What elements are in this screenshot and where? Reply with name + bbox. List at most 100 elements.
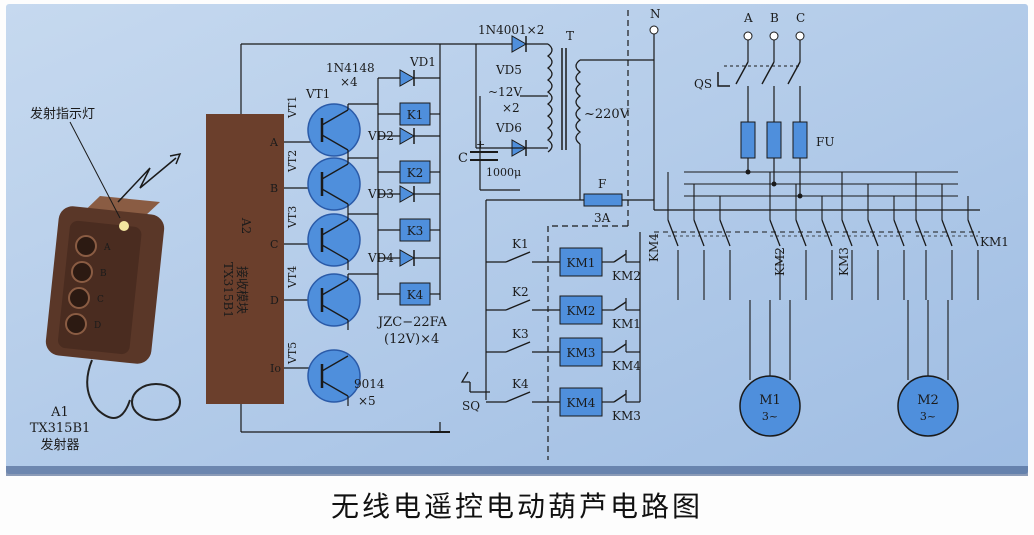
capacitor-label: C <box>458 151 468 166</box>
interlock-contact <box>613 253 627 263</box>
contact-label: K2 <box>512 285 529 299</box>
coil-label: KM3 <box>567 346 596 360</box>
coil-label: KM2 <box>567 304 596 318</box>
phase-label: B <box>770 11 779 25</box>
coil-km3 <box>559 337 603 367</box>
contactor-pole <box>941 219 953 247</box>
transistor-emitter <box>321 304 349 321</box>
diode-label: VD2 <box>367 129 394 143</box>
transistor-label: VT1 <box>286 96 299 119</box>
transmitter-button-d <box>65 313 87 335</box>
contactor-pole <box>821 219 833 247</box>
secondary-note-2: ×2 <box>502 101 520 115</box>
transistor-label: VT4 <box>286 266 299 289</box>
transistor-vt1 <box>307 103 361 157</box>
qs-blade <box>735 61 749 85</box>
qs-handle-icon <box>717 72 730 87</box>
relay-label: K4 <box>407 288 424 302</box>
relay-note-1: JZC−22FA <box>376 315 448 330</box>
main-contactor-label: KM2 <box>773 247 787 276</box>
contact-k1 <box>505 251 531 263</box>
contactor-pole <box>795 219 807 247</box>
transmitter-button-label: C <box>97 295 104 305</box>
interlock-contact <box>613 301 627 311</box>
transistor-emitter <box>321 188 349 205</box>
fuse-fu-b <box>766 121 782 159</box>
interlock-contact <box>613 393 627 403</box>
transistor-collector <box>321 279 349 296</box>
transformer-secondary-coil <box>546 43 553 153</box>
receiver-body <box>206 114 284 404</box>
rectifier-note: 1N4001×2 <box>478 23 544 37</box>
receiver-pin-label: B <box>270 182 278 195</box>
transistor-collector <box>321 219 349 236</box>
transistor-vt4 <box>307 273 361 327</box>
transistor-emitter <box>321 244 349 261</box>
diode-label: VD4 <box>367 251 394 265</box>
panel-shadow <box>6 466 1028 476</box>
relay-label: K3 <box>407 224 424 238</box>
vd6-label: VD6 <box>495 121 522 135</box>
contactor-pole <box>967 219 979 247</box>
receiver-name: 接收模块 <box>235 266 250 314</box>
vd5-label: VD5 <box>495 63 522 77</box>
main-contactor-label: KM1 <box>980 235 1009 249</box>
receiver-pin-label: A <box>269 136 279 149</box>
transmitter-led <box>119 221 129 231</box>
transistor-collector <box>321 163 349 180</box>
coil-label: KM4 <box>567 396 596 410</box>
transmitter-button-c <box>68 287 90 309</box>
contact-label: K4 <box>512 377 529 391</box>
contactor-pole <box>667 219 679 247</box>
diode-note-2: ×4 <box>340 75 358 89</box>
bus-junction <box>797 193 803 199</box>
transmitter-caption-3: 发射器 <box>40 437 79 453</box>
contactor-pole <box>915 219 927 247</box>
phase-label: C <box>796 11 805 25</box>
receiver-pin-label: D <box>270 294 279 307</box>
diode-label: VD1 <box>409 55 436 69</box>
fuse-f <box>583 193 623 207</box>
interlock-label: KM1 <box>612 317 641 331</box>
contactor-pole <box>893 219 905 247</box>
secondary-note-1: ~12V <box>488 85 522 99</box>
main-contactor-label: KM3 <box>837 247 851 276</box>
receiver-pin-label: Io <box>270 362 281 375</box>
neutral-label: N <box>650 7 661 21</box>
transistor-note-2: ×5 <box>358 394 376 408</box>
primary-label: ~220V <box>584 107 630 122</box>
phase-terminal-a <box>743 31 753 41</box>
relay-label: K1 <box>407 108 424 122</box>
fuse-fu-c <box>792 121 808 159</box>
transistor-collector <box>321 109 349 126</box>
interlock-label: KM3 <box>612 409 641 423</box>
main-contactor-label: KM4 <box>647 233 661 262</box>
limit-switch: SQ <box>460 371 490 413</box>
contact-k2 <box>505 299 531 311</box>
antenna-signal-icon <box>117 157 177 203</box>
transmitter-button-label: D <box>94 321 101 331</box>
contactor-pole <box>867 219 879 247</box>
contact-label: K3 <box>512 327 529 341</box>
transmitter-indicator-label: 发射指示灯 <box>30 106 95 122</box>
vt1-label: VT1 <box>305 87 330 101</box>
neutral-terminal <box>649 25 659 35</box>
contact-k3 <box>505 341 531 353</box>
motor-sub: 3~ <box>920 410 936 423</box>
transistor-collector <box>321 355 349 372</box>
receiver-pin-label: C <box>270 238 278 251</box>
motor-label: M1 <box>759 393 781 408</box>
limit-switch-label: SQ <box>462 399 480 413</box>
transistor-vt2 <box>307 157 361 211</box>
motor-m1 <box>739 375 801 437</box>
contact-k4 <box>505 391 531 403</box>
transmitter-button-a <box>75 235 97 257</box>
transistor-vt5 <box>307 349 361 403</box>
